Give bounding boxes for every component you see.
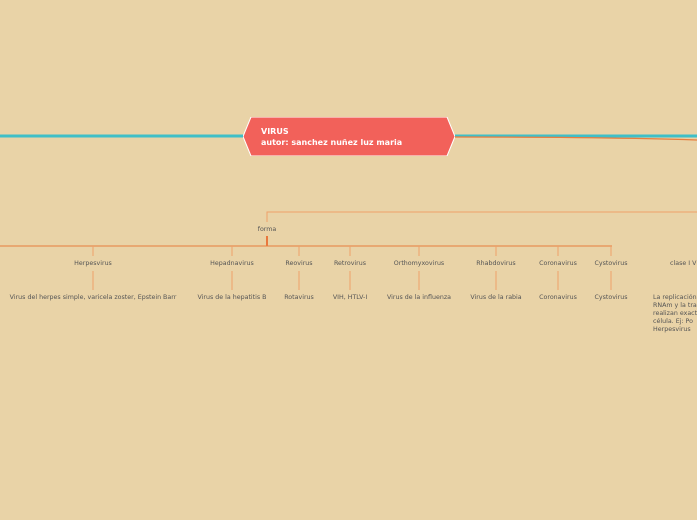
central-topic-shape bbox=[243, 117, 455, 156]
branch-forma-label[interactable]: forma bbox=[257, 226, 277, 233]
example-reovirus[interactable]: Rotavirus bbox=[284, 294, 314, 301]
orange-branch-right bbox=[453, 136, 697, 141]
family-rhabdovirus[interactable]: Rhabdovirus bbox=[476, 260, 516, 267]
clase-description[interactable]: La replicación RNAm y la tra realizan ex… bbox=[653, 294, 697, 334]
central-topic-text: VIRUS autor: sanchez nuñez luz maria bbox=[261, 126, 402, 148]
family-reovirus[interactable]: Reovirus bbox=[285, 260, 313, 267]
example-retrovirus[interactable]: VIH, HTLV-I bbox=[332, 294, 368, 301]
example-cystovirus[interactable]: Cystovirus bbox=[594, 294, 628, 301]
example-orthomyxovirus[interactable]: Virus de la influenza bbox=[387, 294, 451, 301]
family-coronavirus[interactable]: Coronavirus bbox=[539, 260, 577, 267]
central-title: VIRUS bbox=[261, 127, 289, 136]
clase-line: RNAm y la tra bbox=[653, 302, 697, 309]
clase-line: célula. Ej: Po bbox=[653, 318, 693, 325]
forma-connector bbox=[266, 211, 697, 222]
example-herpesvirus[interactable]: Virus del herpes simple, varicela zoster… bbox=[9, 294, 177, 301]
central-author: autor: sanchez nuñez luz maria bbox=[261, 138, 403, 147]
clase-line: Herpesvirus bbox=[653, 326, 691, 333]
family-herpesvirus[interactable]: Herpesvirus bbox=[74, 260, 112, 267]
clase-label[interactable]: clase I V bbox=[670, 260, 697, 267]
family-hepadnavirus[interactable]: Hepadnavirus bbox=[210, 260, 254, 267]
family-orthomyxovirus[interactable]: Orthomyxovirus bbox=[393, 260, 445, 267]
clase-line: La replicación bbox=[653, 294, 697, 301]
example-rhabdovirus[interactable]: Virus de la rabia bbox=[470, 294, 522, 301]
central-topic[interactable]: VIRUS autor: sanchez nuñez luz maria bbox=[243, 117, 455, 156]
family-retrovirus[interactable]: Retrovirus bbox=[333, 260, 367, 267]
example-coronavirus[interactable]: Coronavirus bbox=[539, 294, 577, 301]
clase-line: realizan exact bbox=[653, 310, 697, 317]
family-cystovirus[interactable]: Cystovirus bbox=[594, 260, 628, 267]
example-hepadnavirus[interactable]: Virus de la hepatitis B bbox=[197, 294, 267, 301]
